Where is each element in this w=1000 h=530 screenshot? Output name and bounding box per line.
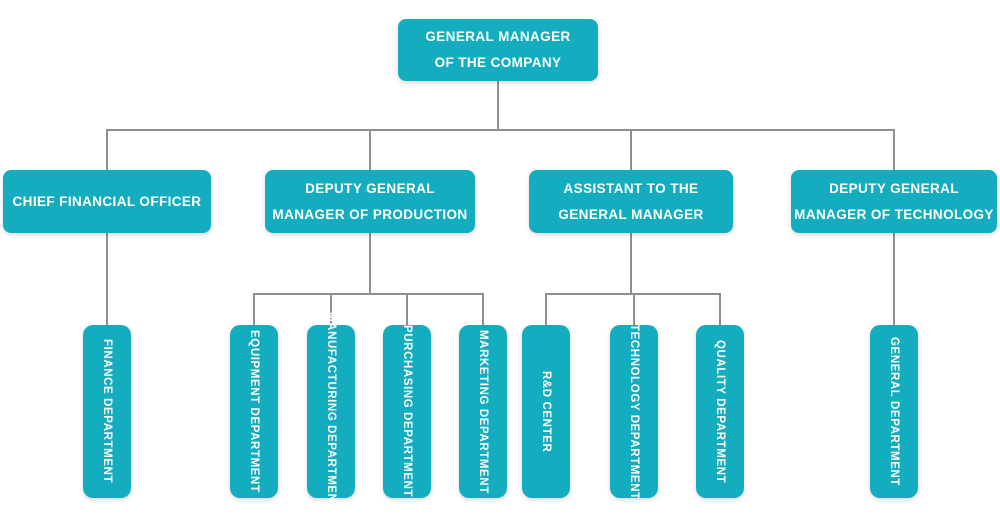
connector-drop-rnd — [545, 293, 547, 325]
connector-production-trunk — [369, 233, 371, 295]
org-node-rnd-center: R&D CENTER — [522, 325, 570, 498]
connector-drop-cfo — [106, 129, 108, 170]
connector-technology-general — [893, 233, 895, 325]
org-node-purchasing-department-label: PURCHASING DEPARTMENT — [401, 325, 413, 498]
org-node-chief-financial-officer-label: CHIEF FINANCIAL OFFICER — [12, 193, 202, 209]
org-node-quality-department-label: QUALITY DEPARTMENT — [714, 339, 726, 484]
org-node-general-department: GENERAL DEPARTMENT — [870, 325, 918, 498]
org-node-assistant-to-general-manager: ASSISTANT TO THE GENERAL MANAGER — [529, 170, 733, 233]
connector-gm-trunk — [497, 81, 499, 131]
org-node-technology-department-label: TECHNOLOGY DEPARTMENT — [628, 323, 640, 500]
org-node-general-department-label: GENERAL DEPARTMENT — [888, 336, 900, 487]
org-node-finance-department: FINANCE DEPARTMENT — [83, 325, 131, 498]
connector-drop-quality — [719, 293, 721, 325]
org-node-equipment-department: EQUIPMENT DEPARTMENT — [230, 325, 278, 498]
connector-drop-equipment — [253, 293, 255, 325]
connector-drop-production — [369, 129, 371, 170]
connector-drop-marketing — [482, 293, 484, 325]
connector-production-bar — [253, 293, 484, 295]
connector-level2-bar — [106, 129, 895, 131]
org-node-marketing-department-label: MARKETING DEPARTMENT — [477, 329, 489, 494]
org-node-deputy-general-manager-technology-label: DEPUTY GENERAL MANAGER OF TECHNOLOGY — [794, 180, 994, 222]
org-node-equipment-department-label: EQUIPMENT DEPARTMENT — [248, 330, 260, 493]
connector-drop-purchasing — [406, 293, 408, 325]
org-node-quality-department: QUALITY DEPARTMENT — [696, 325, 744, 498]
connector-drop-technology-dept — [633, 293, 635, 325]
org-node-assistant-to-general-manager-label: ASSISTANT TO THE GENERAL MANAGER — [558, 180, 704, 222]
org-node-purchasing-department: PURCHASING DEPARTMENT — [383, 325, 431, 498]
org-node-manufacturing-department-label: MANUFACTURING DEPARTMENT — [325, 312, 337, 511]
org-node-chief-financial-officer: CHIEF FINANCIAL OFFICER — [3, 170, 211, 233]
org-node-deputy-general-manager-production-label: DEPUTY GENERAL MANAGER OF PRODUCTION — [272, 180, 468, 222]
connector-drop-technology — [893, 129, 895, 170]
org-node-technology-department: TECHNOLOGY DEPARTMENT — [610, 323, 658, 500]
connector-drop-assistant — [630, 129, 632, 170]
org-node-deputy-general-manager-production: DEPUTY GENERAL MANAGER OF PRODUCTION — [265, 170, 475, 233]
org-node-finance-department-label: FINANCE DEPARTMENT — [101, 339, 113, 484]
connector-assistant-trunk — [630, 233, 632, 295]
connector-drop-manufacturing — [330, 293, 332, 325]
connector-cfo-finance — [106, 233, 108, 325]
org-node-deputy-general-manager-technology: DEPUTY GENERAL MANAGER OF TECHNOLOGY — [791, 170, 997, 233]
org-node-marketing-department: MARKETING DEPARTMENT — [459, 325, 507, 498]
org-node-general-manager-label: GENERAL MANAGER OF THE COMPANY — [425, 29, 571, 70]
org-node-manufacturing-department: MANUFACTURING DEPARTMENT — [307, 312, 355, 511]
org-node-general-manager: GENERAL MANAGER OF THE COMPANY — [398, 19, 598, 81]
org-node-rnd-center-label: R&D CENTER — [540, 370, 552, 453]
